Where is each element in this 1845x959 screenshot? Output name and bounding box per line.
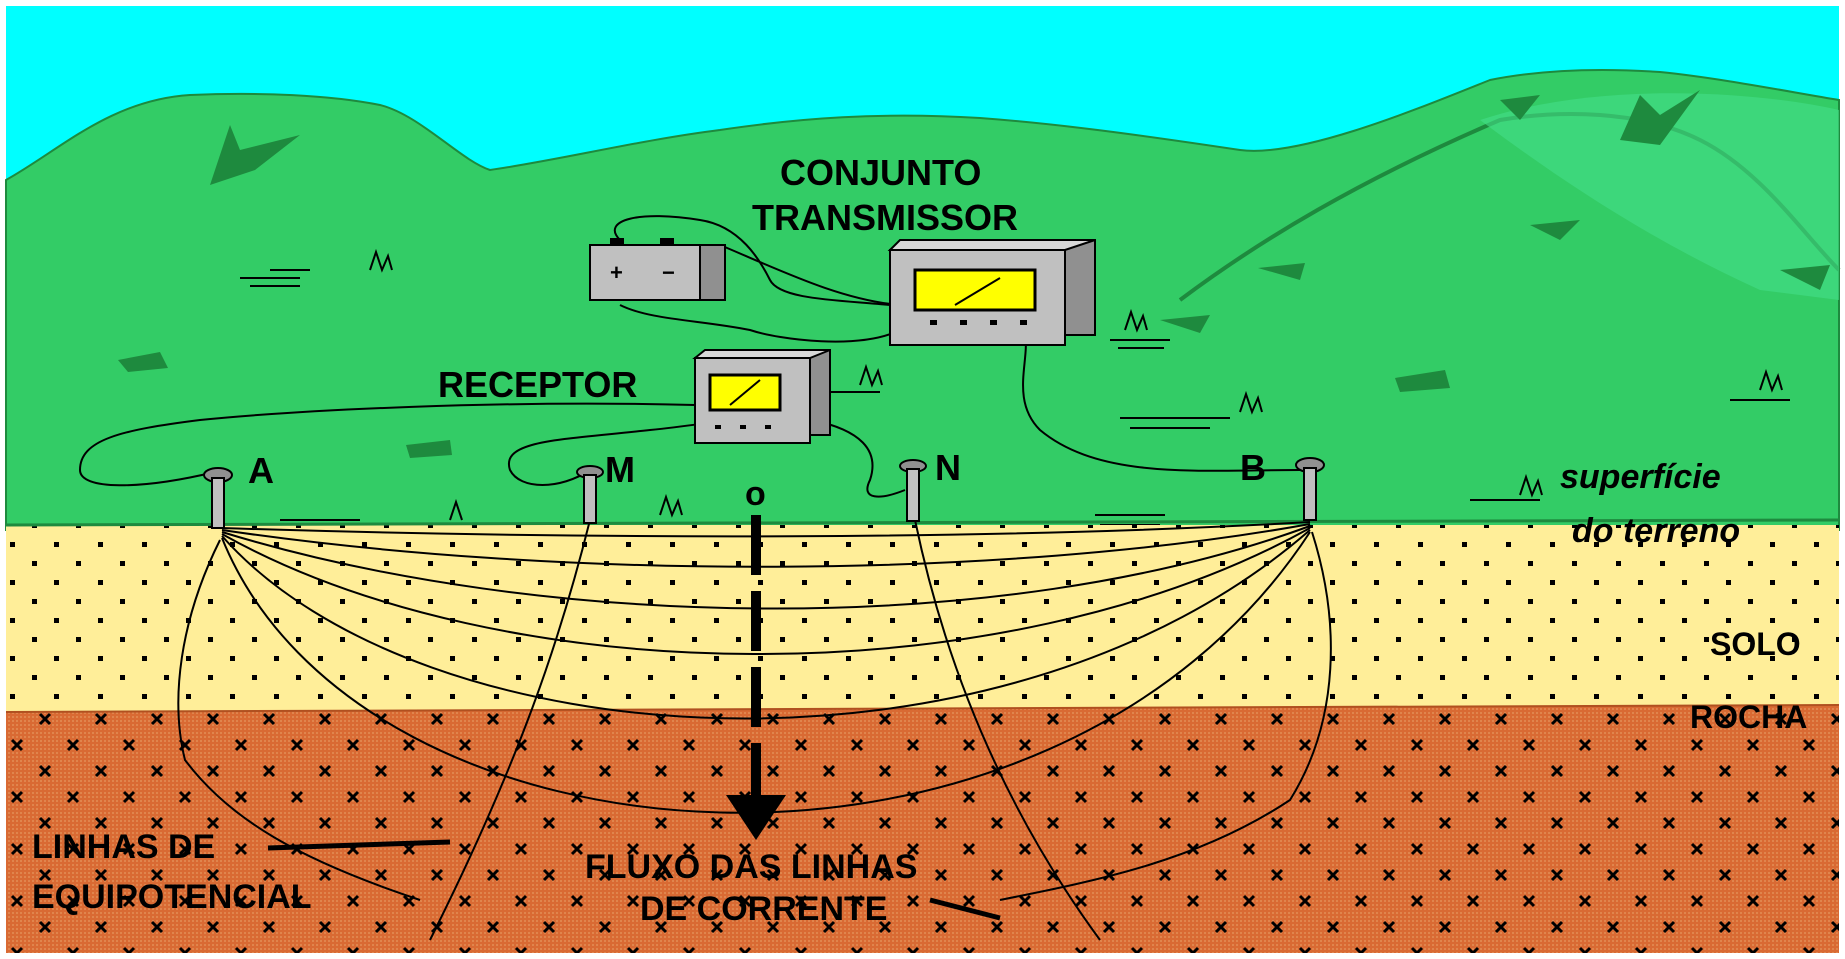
receiver-label: RECEPTOR: [438, 364, 637, 405]
transmitter-label-line1: CONJUNTO: [780, 152, 981, 193]
hill-slope: [1480, 93, 1839, 300]
terrain-surface-line: [5, 518, 1840, 527]
surface-label-line1: superfície: [1560, 458, 1721, 496]
soil-rock-boundary: [5, 704, 1840, 713]
battery-plus: +: [610, 260, 623, 285]
battery-minus: −: [662, 260, 675, 285]
battery-icon: + −: [589, 238, 726, 301]
transmitter-device: [887, 239, 1096, 346]
surface-label-line2: do terreno: [1572, 512, 1740, 550]
leader-lines: [267, 839, 1001, 921]
center-point-label: o: [745, 475, 766, 513]
equipotential-lines: [429, 519, 1101, 941]
current-flow-lines: [177, 521, 1332, 901]
electrode-n: [899, 459, 927, 522]
rock-x-marks: [6, 705, 1839, 953]
receiver-device: [692, 349, 831, 444]
electrode-a-label: A: [248, 450, 274, 491]
rock-label: ROCHA: [1690, 699, 1807, 735]
central-axis-arrow: [726, 515, 786, 840]
electrode-a: [203, 467, 233, 529]
grass-patches: [118, 90, 1830, 458]
electrode-b-label: B: [1240, 447, 1266, 488]
soil-label: SOLO: [1710, 626, 1801, 662]
equipotential-label-line2: EQUIPOTENCIAL: [32, 878, 312, 916]
equipotential-label-line1: LINHAS DE: [32, 828, 215, 866]
transmitter-display: [913, 268, 1037, 312]
transmitter-label-line2: TRANSMISSOR: [752, 197, 1018, 238]
electrode-m-label: M: [605, 449, 635, 490]
current-flow-label-line1: FLUXO DAS LINHAS: [585, 848, 917, 886]
electrode-m: [576, 465, 604, 524]
electrode-n-label: N: [935, 447, 961, 488]
electrode-b: [1295, 457, 1325, 521]
current-flow-label-line2: DE CORRENTE: [640, 890, 887, 928]
